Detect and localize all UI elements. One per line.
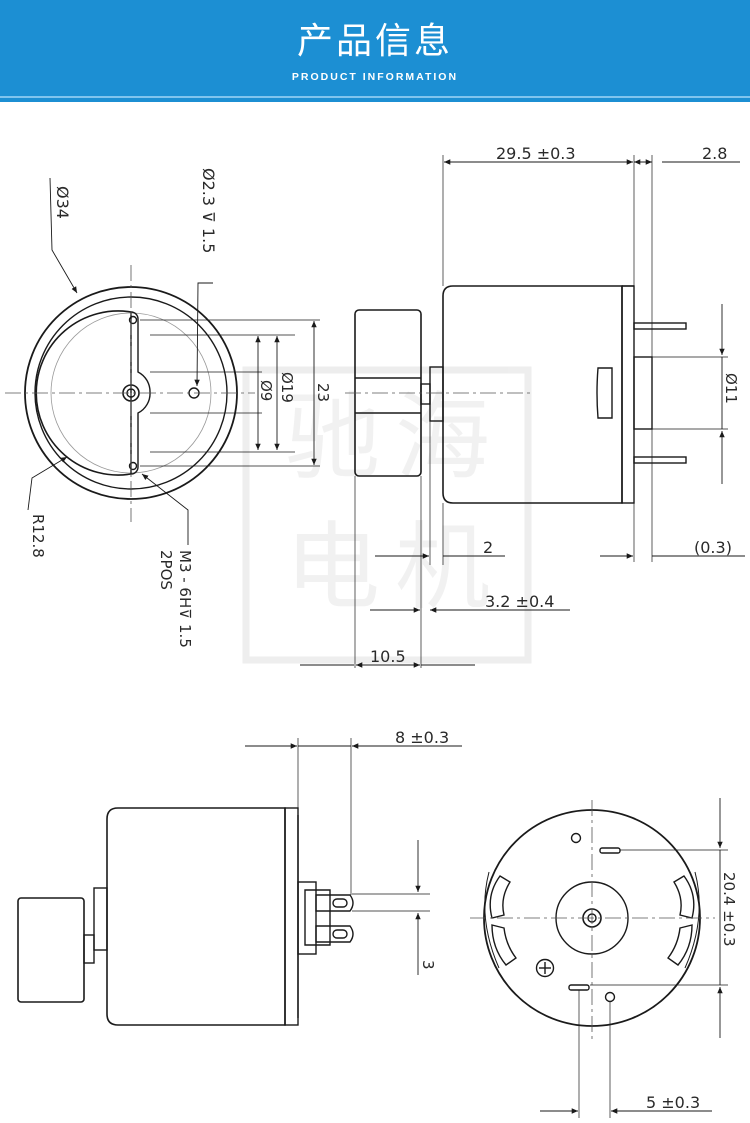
watermark-char-1: 驰 (285, 383, 380, 493)
dim-r128-label: R12.8 (29, 514, 47, 558)
dim-204-label: 20.4 ±0.3 (720, 872, 738, 947)
dim-8-label: 8 ±0.3 (395, 728, 449, 747)
dim-m3-label: M3 - 6H⊽ 1.5 (176, 550, 194, 648)
dim-32-label: 3.2 ±0.4 (485, 592, 554, 611)
watermark-char-4: 机 (395, 513, 490, 623)
side-view-labels: 29.5 ±0.3 2.8 Ø11 2 (0.3) 3.2 ±0.4 10.5 (370, 144, 740, 666)
front-view (5, 177, 320, 545)
header-banner: 产品信息 PRODUCT INFORMATION (0, 0, 750, 102)
dim-5-label: 5 ±0.3 (646, 1093, 700, 1112)
dim-2pos-label: 2POS (157, 550, 175, 590)
watermark-char-3: 电 (285, 513, 380, 623)
header-divider (0, 96, 750, 98)
dim-hole-label: Ø2.3 ⊽ 1.5 (199, 168, 218, 253)
side-view (300, 155, 745, 668)
dim-105-label: 10.5 (370, 647, 406, 666)
dim-28-label: 2.8 (702, 144, 727, 163)
dim-3-label: 3 (419, 960, 437, 970)
dim-2-label: 2 (483, 538, 493, 557)
bottom-side-view-labels: 8 ±0.3 3 (395, 728, 449, 970)
rear-view-labels: 20.4 ±0.3 5 ±0.3 (646, 872, 738, 1112)
dim-length-label: 29.5 ±0.3 (496, 144, 576, 163)
dim-phi19-label: Ø19 (278, 372, 296, 403)
dim-03-label: (0.3) (694, 538, 732, 557)
front-view-labels: Ø34 Ø2.3 ⊽ 1.5 Ø9 Ø19 23 R12.8 M3 - 6H⊽ … (29, 168, 332, 648)
dim-phi34-label: Ø34 (53, 186, 72, 219)
bottom-side-view (17, 738, 462, 1026)
rear-view (470, 798, 728, 1118)
dim-23-label: 23 (314, 383, 332, 402)
page-title: 产品信息 (296, 21, 453, 62)
page-subtitle: PRODUCT INFORMATION (291, 71, 459, 83)
dim-phi11-label: Ø11 (722, 373, 740, 404)
dim-phi9-label: Ø9 (257, 380, 275, 401)
